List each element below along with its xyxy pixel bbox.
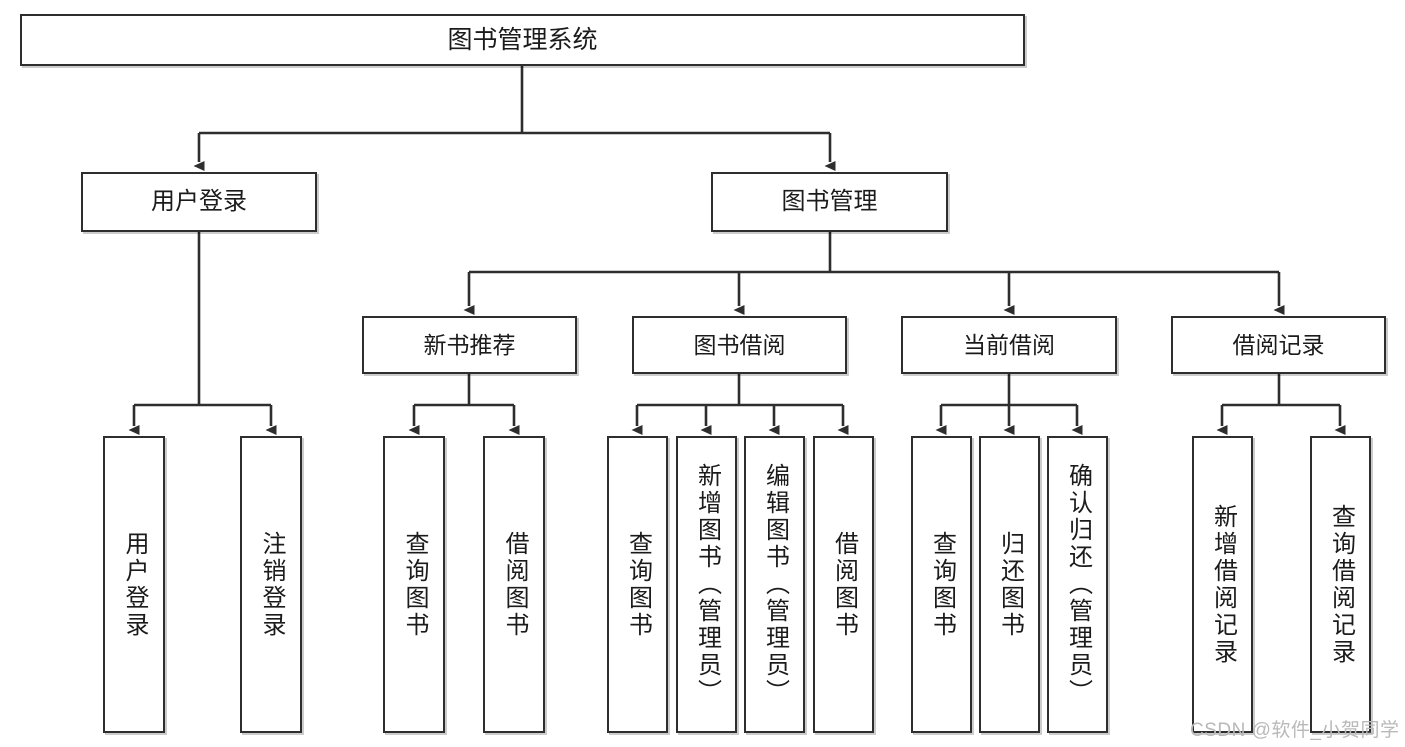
node-label: 注销登录 [258, 530, 285, 639]
leaf-book-borrow-query-book[interactable]: 查询图书 [607, 436, 668, 733]
leaf-borrow-record-add-record[interactable]: 新增借阅记录 [1192, 436, 1253, 733]
node-label: 借阅图书 [830, 530, 858, 639]
node-label: 归还图书 [996, 530, 1024, 639]
node-book-management[interactable]: 图书管理 [711, 172, 948, 232]
node-label: 图书管理系统 [447, 25, 598, 54]
leaf-book-borrow-add-book-admin[interactable]: 新增图书（管理员） [676, 436, 737, 733]
leaf-book-borrow-borrow-book[interactable]: 借阅图书 [813, 436, 874, 733]
node-label: 新书推荐 [423, 331, 516, 358]
node-label: 编辑图书（管理员） [761, 463, 789, 706]
node-new-book-recommend[interactable]: 新书推荐 [362, 316, 577, 374]
node-label: 图书借阅 [693, 331, 786, 358]
node-label: 用户登录 [121, 530, 148, 639]
node-label: 确认归还（管理员） [1064, 463, 1092, 706]
node-label: 查询借阅记录 [1327, 503, 1355, 666]
node-root-book-management-system[interactable]: 图书管理系统 [20, 14, 1025, 66]
node-label: 新增图书（管理员） [693, 463, 721, 706]
node-label: 借阅记录 [1232, 331, 1325, 358]
node-label: 用户登录 [151, 188, 247, 216]
node-borrow-record[interactable]: 借阅记录 [1171, 316, 1386, 374]
leaf-new-book-borrow-book[interactable]: 借阅图书 [483, 436, 545, 733]
leaf-user-login-login[interactable]: 用户登录 [103, 436, 165, 733]
node-label: 新增借阅记录 [1209, 503, 1237, 666]
node-current-borrow[interactable]: 当前借阅 [901, 316, 1117, 374]
leaf-current-borrow-confirm-return-admin[interactable]: 确认归还（管理员） [1047, 436, 1108, 733]
csdn-watermark: CSDN @软件_小贺同学 [1190, 720, 1400, 741]
leaf-book-borrow-edit-book-admin[interactable]: 编辑图书（管理员） [744, 436, 805, 733]
leaf-new-book-query-book[interactable]: 查询图书 [383, 436, 445, 733]
leaf-current-borrow-query-book[interactable]: 查询图书 [911, 436, 972, 733]
node-label: 查询图书 [624, 530, 652, 639]
node-label: 查询图书 [928, 530, 956, 639]
node-label: 借阅图书 [501, 530, 528, 639]
leaf-current-borrow-return-book[interactable]: 归还图书 [979, 436, 1040, 733]
leaf-borrow-record-query-record[interactable]: 查询借阅记录 [1310, 436, 1371, 733]
node-label: 图书管理 [781, 188, 878, 216]
node-book-borrow[interactable]: 图书借阅 [632, 316, 847, 374]
node-label: 当前借阅 [963, 331, 1055, 358]
leaf-user-login-logout[interactable]: 注销登录 [240, 436, 302, 733]
node-label: 查询图书 [401, 530, 428, 639]
node-user-login[interactable]: 用户登录 [81, 172, 317, 232]
